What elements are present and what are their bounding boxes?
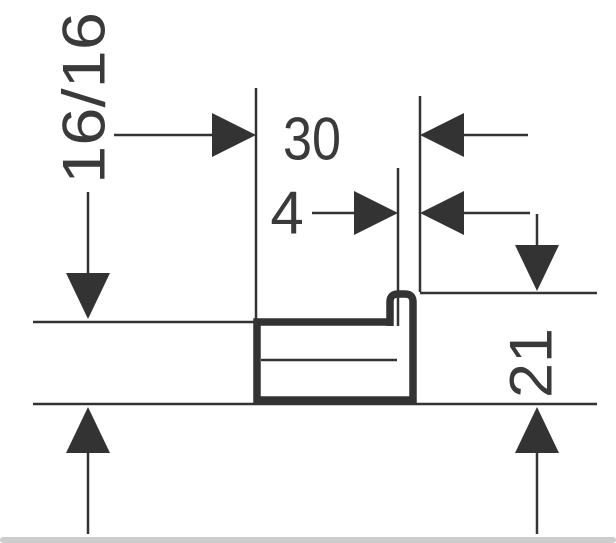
dim-label-height-left: 16/16 bbox=[51, 12, 118, 184]
horizontal-scrollbar[interactable] bbox=[0, 537, 616, 543]
arrowhead-down-height-left bbox=[66, 273, 110, 319]
arrowhead-left-lip bbox=[420, 191, 464, 235]
arrowhead-up-height-left bbox=[66, 407, 110, 453]
dim-label-lip: 4 bbox=[270, 180, 303, 247]
dimension-lines bbox=[33, 88, 597, 534]
arrowheads bbox=[66, 113, 559, 453]
arrowhead-down-height-right bbox=[515, 245, 559, 291]
arrowhead-left-width bbox=[420, 113, 464, 157]
dim-label-width: 30 bbox=[283, 106, 341, 173]
dim-label-height-right: 21 bbox=[498, 328, 565, 398]
arrowhead-right-lip bbox=[354, 191, 398, 235]
profile-outline bbox=[253, 318, 417, 404]
dimension-labels: 16/16 30 4 21 bbox=[51, 12, 565, 398]
profile-hook bbox=[386, 290, 417, 330]
arrowhead-right-width bbox=[212, 113, 256, 157]
arrowhead-up-height-right bbox=[515, 407, 559, 453]
